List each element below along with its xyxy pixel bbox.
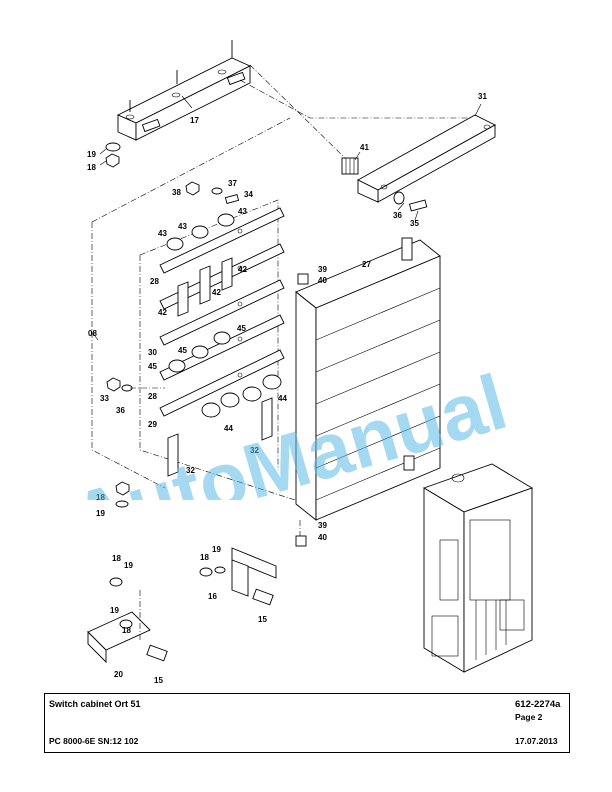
assembly-outline-08 [91, 64, 470, 546]
callout-42b: 42 [212, 288, 221, 297]
callout-18b: 18 [96, 493, 105, 502]
callout-19c: 19 [212, 545, 221, 554]
bracket-31 [357, 103, 496, 203]
bracket-20 [87, 577, 168, 664]
exploded-parts-drawing: 17 31 19 18 41 37 38 34 43 43 43 36 35 2… [87, 40, 534, 685]
callout-34: 34 [244, 190, 253, 199]
callout-42c: 42 [158, 308, 167, 317]
document-date: 17.07.2013 [515, 736, 558, 746]
title-block: Switch cabinet Ort 51 612-2274a Page 2 P… [44, 693, 570, 753]
callout-45c: 45 [148, 362, 157, 371]
callout-36b: 36 [116, 406, 125, 415]
vertical-brackets-42 [167, 257, 273, 477]
callout-08: 08 [88, 329, 97, 338]
callout-32a: 32 [250, 446, 259, 455]
callout-28a: 28 [150, 277, 159, 286]
callout-44b: 44 [224, 424, 233, 433]
callout-20: 20 [114, 670, 123, 679]
clips-39-40 [295, 273, 309, 547]
bracket-bolts [141, 71, 246, 133]
callout-42a: 42 [238, 265, 247, 274]
callout-19e: 19 [110, 606, 119, 615]
switch-cabinet-overview [422, 463, 534, 673]
clip-41 [341, 151, 361, 175]
callout-35: 35 [410, 219, 419, 228]
callout-17: 17 [190, 116, 199, 125]
callout-40b: 40 [318, 533, 327, 542]
callout-19d: 19 [124, 561, 133, 570]
callout-29: 29 [148, 420, 157, 429]
callout-18a: 18 [87, 163, 96, 172]
bracket-16 [199, 547, 277, 606]
callout-45a: 45 [237, 324, 246, 333]
callout-38: 38 [172, 188, 181, 197]
callout-15a: 15 [258, 615, 267, 624]
nut-washer-left-mid [115, 481, 130, 508]
callout-18e: 18 [122, 626, 131, 635]
callout-43a: 43 [238, 207, 247, 216]
callout-36a: 36 [393, 211, 402, 220]
callout-19a: 19 [87, 150, 96, 159]
callout-39b: 39 [318, 521, 327, 530]
callout-15b: 15 [154, 676, 163, 685]
callout-45b: 45 [178, 346, 187, 355]
drawing-title: Switch cabinet Ort 51 [49, 699, 141, 709]
callout-16: 16 [208, 592, 217, 601]
callout-44a: 44 [278, 394, 287, 403]
fasteners-33-36-left [106, 377, 165, 392]
machine-serial: PC 8000-6E SN:12 102 [49, 736, 139, 746]
mounting-bracket-17 [116, 40, 252, 141]
nut-washer-top-left [99, 142, 121, 168]
callout-39a: 39 [318, 265, 327, 274]
document-number: 612-2274a [515, 699, 561, 710]
bolt-35-washer-36 [393, 191, 428, 221]
callout-33: 33 [100, 394, 109, 403]
mounting-rails [159, 207, 285, 417]
callout-19b: 19 [96, 509, 105, 518]
callout-41: 41 [360, 143, 369, 152]
callout-32b: 32 [186, 466, 195, 475]
cable-clamps [166, 213, 282, 418]
callout-31: 31 [478, 92, 487, 101]
page-number: Page 2 [515, 712, 543, 722]
cable-duct-27 [295, 237, 441, 521]
callout-labels: 17 31 19 18 41 37 38 34 43 43 43 36 35 2… [87, 92, 487, 685]
small-fasteners-34-37-38 [185, 181, 240, 205]
callout-18c: 18 [200, 553, 209, 562]
callout-18d: 18 [112, 554, 121, 563]
callout-40a: 40 [318, 276, 327, 285]
callout-27: 27 [362, 260, 371, 269]
callout-37: 37 [228, 179, 237, 188]
callout-43b: 43 [178, 222, 187, 231]
callout-43c: 43 [158, 229, 167, 238]
callout-28b: 28 [148, 392, 157, 401]
callout-30: 30 [148, 348, 157, 357]
